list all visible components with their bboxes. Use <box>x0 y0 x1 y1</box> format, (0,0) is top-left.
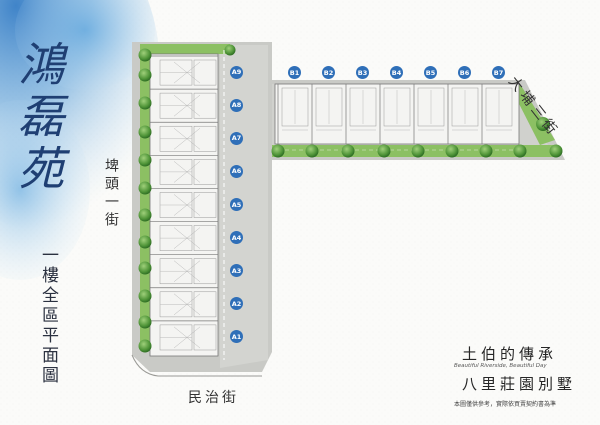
unit-badge-b7: B7 <box>492 66 505 79</box>
unit-b-lot <box>447 84 479 144</box>
unit-a-lot <box>150 221 218 251</box>
tree <box>138 261 152 275</box>
unit-a-lot <box>150 88 218 119</box>
tree <box>138 289 152 303</box>
unit-a-lot <box>150 154 218 185</box>
street-label-bottom: 民治街 <box>188 390 239 406</box>
unit-a-lot <box>150 121 218 152</box>
unit-b-lot <box>345 84 377 144</box>
unit-b-lot <box>481 84 513 144</box>
plan-label: 一樓全區平面圖 <box>38 246 58 386</box>
unit-a-lot <box>150 287 218 318</box>
tree <box>138 208 152 222</box>
slogan-sub: 八里莊園別墅 <box>462 375 577 393</box>
tree <box>138 181 152 195</box>
tree <box>271 144 285 158</box>
tree <box>138 315 152 329</box>
tree <box>138 48 152 62</box>
unit-badge-a4: A4 <box>230 231 243 245</box>
unit-badge-a8: A8 <box>230 98 243 112</box>
unit-badge-b6: B6 <box>458 66 471 79</box>
tree <box>224 44 236 56</box>
tree <box>377 144 391 158</box>
tree <box>411 144 425 158</box>
unit-badge-a1: A1 <box>230 330 243 344</box>
tree <box>138 153 152 167</box>
tree <box>341 144 355 158</box>
unit-b-lot <box>277 84 309 144</box>
tree <box>513 144 527 158</box>
tree <box>138 339 152 353</box>
unit-badge-a6: A6 <box>230 164 243 178</box>
watercolor-wash <box>0 0 160 280</box>
unit-a-lot <box>150 320 218 351</box>
unit-badge-b1: B1 <box>288 66 301 79</box>
unit-badge-b4: B4 <box>390 66 403 79</box>
disclaimer: 本圖僅供參考，實際依買賣契約書為準 <box>454 401 557 408</box>
project-title: 鴻磊苑 <box>11 40 66 196</box>
unit-a-lot <box>150 254 218 285</box>
tree <box>305 144 319 158</box>
unit-b-lot <box>413 84 445 144</box>
unit-badge-a2: A2 <box>230 297 243 311</box>
unit-badge-a5: A5 <box>230 198 243 211</box>
unit-a-lot <box>150 55 218 86</box>
unit-badge-b5: B5 <box>424 66 437 79</box>
unit-b-lot <box>379 84 411 144</box>
unit-badge-b2: B2 <box>322 66 335 79</box>
unit-b-lot <box>311 84 343 144</box>
tree <box>479 144 493 158</box>
tree <box>138 68 152 82</box>
slogan-english: Beautiful Riverside, Beautiful Day <box>454 363 547 369</box>
tree <box>138 125 152 139</box>
tree <box>138 235 152 249</box>
unit-badge-b3: B3 <box>356 66 369 79</box>
unit-badge-a7: A7 <box>230 131 243 145</box>
street-label-left: 埤頭一街 <box>103 158 119 230</box>
unit-a-lot <box>150 188 218 218</box>
slogan-main: 土伯的傳承 <box>462 345 558 363</box>
unit-badge-a3: A3 <box>230 264 243 278</box>
tree <box>549 144 563 158</box>
lawn-top-left <box>140 44 230 54</box>
tree <box>138 96 152 110</box>
unit-badge-a9: A9 <box>230 65 243 79</box>
tree <box>445 144 459 158</box>
